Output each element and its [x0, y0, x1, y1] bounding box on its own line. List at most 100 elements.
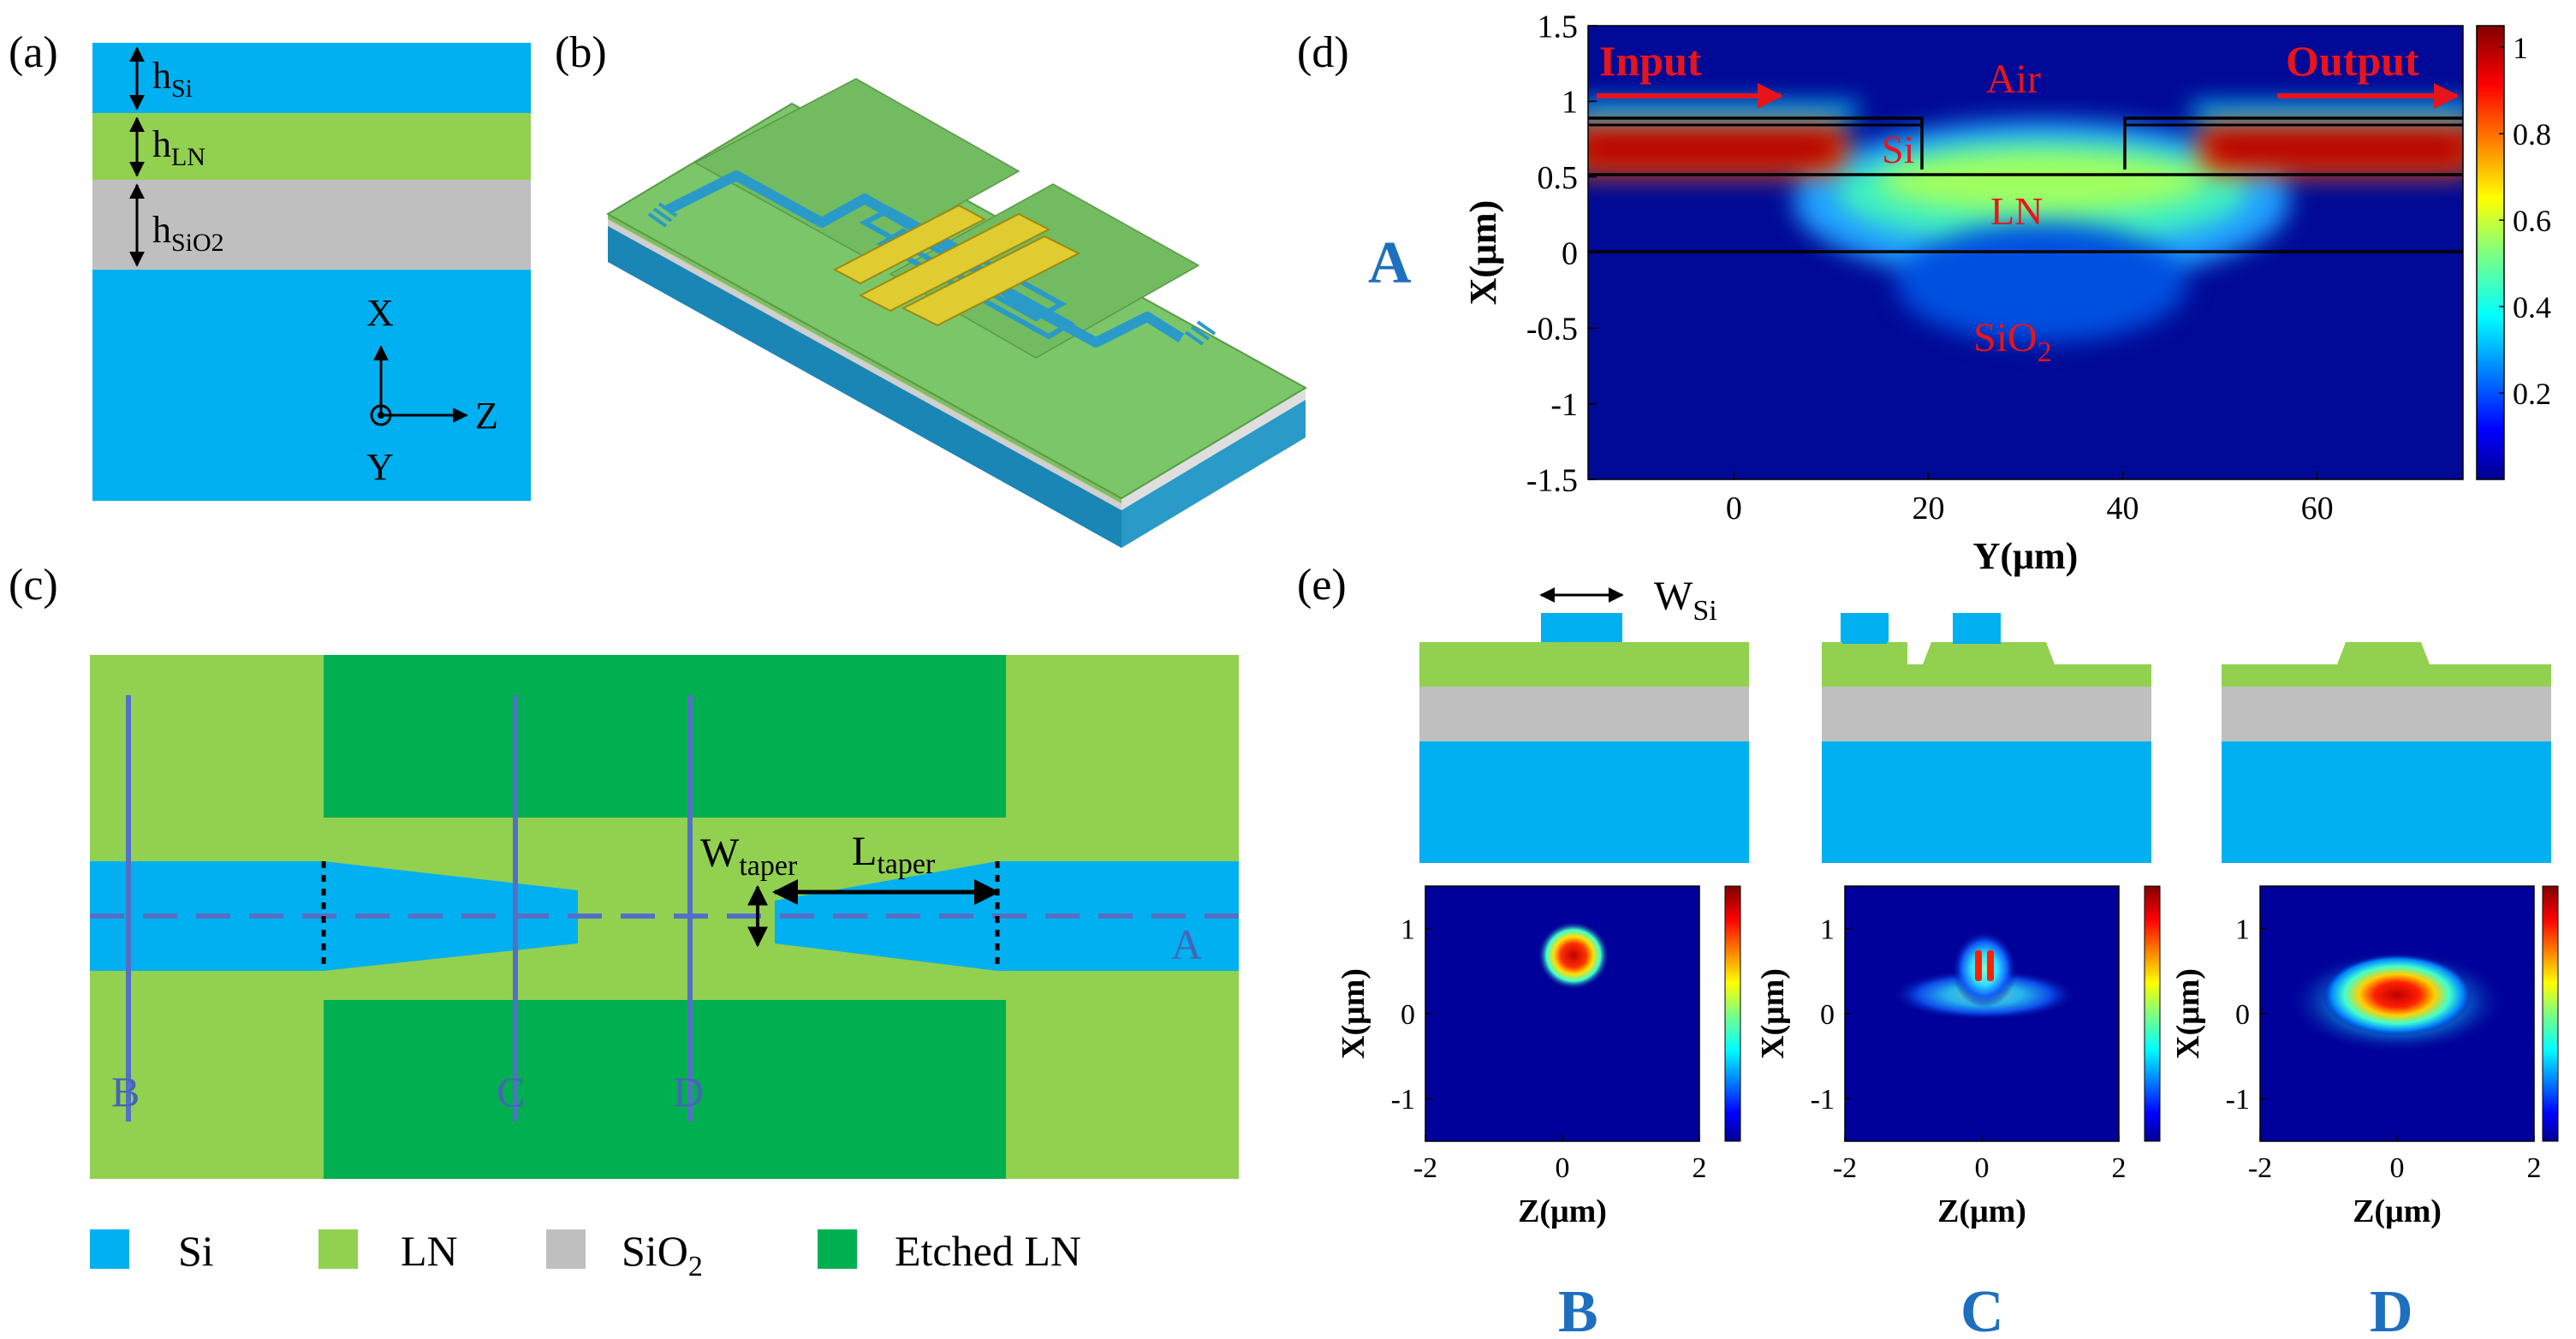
panel-d-label: (d)	[1297, 28, 1349, 77]
si-label: Si	[1882, 128, 1914, 171]
panel-a: (a) hSi hLN hSiO2 X Y Z	[9, 28, 531, 501]
air-label: Air	[1986, 57, 2041, 102]
axes-e-xtick-label: -2	[1413, 1152, 1437, 1184]
panel-b: (b)	[555, 28, 1308, 548]
legend: Si LN SiO2 Etched LN	[90, 1227, 1081, 1282]
axes-e-ylabel: X(μm)	[1336, 968, 1371, 1059]
chip-side-right	[1121, 388, 1306, 548]
axes-d-ytick-label: -1	[1550, 387, 1578, 423]
legend-swatch-sio2	[546, 1229, 586, 1269]
etched-ln-bottom	[324, 1000, 1006, 1179]
colorbar-c	[2144, 885, 2161, 1142]
colorbar-d-ticks: 0.2 0.4 0.6 0.8 1	[2499, 31, 2551, 411]
h-si-label: hSi	[152, 55, 193, 103]
cut-b-label: B	[111, 1068, 140, 1116]
axes-e-ylabel: X(μm)	[1755, 968, 1791, 1059]
axes-e-ytick-label: 1	[2235, 914, 2250, 946]
layer-sio2	[92, 180, 531, 270]
legend-swatch-etched-ln	[818, 1229, 857, 1269]
axes-e-ytick-label: -1	[1811, 1084, 1835, 1116]
axes-e-xtick-label: -2	[1833, 1152, 1857, 1184]
mode-map-d	[2259, 885, 2559, 1142]
panel-e: (e) WSi	[1297, 561, 2559, 1339]
mode-label-d: D	[2370, 1279, 2413, 1339]
axes-d-xlabel: Y(μm)	[1973, 535, 2079, 577]
legend-label-etched-ln: Etched LN	[895, 1227, 1081, 1275]
axis-y-label: Y	[366, 446, 394, 488]
axes-e-ytick-label: -1	[1391, 1084, 1415, 1116]
layer-ln	[92, 113, 531, 180]
legend-label-sio2: SiO2	[622, 1227, 703, 1282]
colorbar-e-d	[2542, 885, 2559, 1142]
axes-d-xtick-label: 60	[2301, 491, 2334, 527]
axes-e-ytick-label: 1	[1401, 914, 1415, 946]
cross-section-c	[1822, 613, 2151, 863]
mode-map-b	[1425, 885, 1741, 1142]
axes-d-xtick-label: 0	[1726, 491, 1742, 527]
colorbar-d-tick-label: 0.2	[2513, 377, 2551, 411]
axes-e-ytick-label: 0	[1820, 999, 1835, 1031]
heatmap-d	[1588, 26, 2463, 479]
w-taper-label: Wtaper	[700, 830, 798, 882]
panel-d-side-label: A	[1368, 230, 1412, 296]
colorbar-b	[1724, 885, 1741, 1142]
axes-d-ytick-label: 0	[1562, 235, 1578, 271]
axes-e-xtick-label: -2	[2248, 1152, 2272, 1184]
colorbar-d-tick-label: 0.8	[2513, 117, 2551, 152]
panel-d: (d) A Input	[1297, 9, 2551, 577]
axes-d-ytick-label: -0.5	[1526, 312, 1578, 348]
output-label: Output	[2286, 37, 2419, 85]
legend-label-si: Si	[178, 1227, 214, 1275]
colorbar-d-tick-label: 0.4	[2513, 290, 2551, 324]
mode-map-c	[1844, 885, 2161, 1142]
layer-si-top	[92, 43, 531, 113]
electrode-3	[901, 235, 1081, 327]
axes-e-xlabel: Z(μm)	[1937, 1193, 2026, 1229]
etched-ln-top	[324, 655, 1006, 818]
colorbar-d	[2476, 25, 2505, 480]
electrode-2	[858, 212, 1051, 312]
axes-e-xlabel: Z(μm)	[2353, 1193, 2442, 1229]
panel-c: (c) B C D A Wtaper Ltaper	[9, 561, 1239, 1179]
axes-e-ylabel: X(μm)	[2170, 968, 2206, 1059]
axis-y-out-of-page-icon	[370, 404, 392, 426]
cross-section-b: WSi	[1419, 574, 1749, 863]
axis-x-label: X	[366, 292, 394, 334]
axes-d-ytick-label: 1	[1562, 85, 1578, 121]
axes-d-xtick-label: 20	[1912, 491, 1944, 527]
axes-e-xtick-label: 0	[2390, 1152, 2405, 1184]
axes-e-xtick-label: 0	[1556, 1152, 1570, 1184]
chip-side-left	[608, 214, 1121, 548]
axes-d-ytick-label: -1.5	[1526, 462, 1578, 498]
axes-e-xtick-label: 2	[2112, 1152, 2127, 1184]
axes-e-ytick-label: -1	[2226, 1084, 2250, 1116]
cross-section-d	[2222, 642, 2551, 863]
axes-e-xtick-label: 2	[2527, 1152, 2542, 1184]
panel-e-label: (e)	[1297, 561, 1347, 610]
mode-label-b: B	[1558, 1279, 1598, 1339]
axes-e-ytick-label: 0	[1401, 999, 1415, 1031]
colorbar-d-tick-label: 0.6	[2513, 204, 2551, 238]
cut-a-label: A	[1171, 920, 1202, 968]
legend-swatch-ln	[318, 1229, 358, 1269]
ln-label: LN	[1990, 189, 2043, 233]
colorbar-d-tick-label: 1	[2513, 31, 2528, 65]
h-ln-label: hLN	[152, 123, 205, 171]
chip-grating-couplers	[647, 202, 1217, 346]
axes-d-ylabel: X(μm)	[1462, 200, 1504, 306]
axes-d-xtick-label: 40	[2107, 491, 2139, 527]
axes-e-xtick-label: 0	[1975, 1152, 1990, 1184]
cut-c-label: C	[497, 1068, 525, 1116]
axis-z-label: Z	[475, 395, 498, 437]
l-taper-label: Ltaper	[852, 829, 936, 880]
mode-label-c: C	[1960, 1279, 2004, 1339]
panel-c-label: (c)	[9, 561, 58, 610]
axes-d-ytick-label: 1.5	[1538, 9, 1579, 45]
w-si-label: WSi	[1654, 574, 1717, 627]
sio2-label: SiO2	[1973, 315, 2052, 368]
